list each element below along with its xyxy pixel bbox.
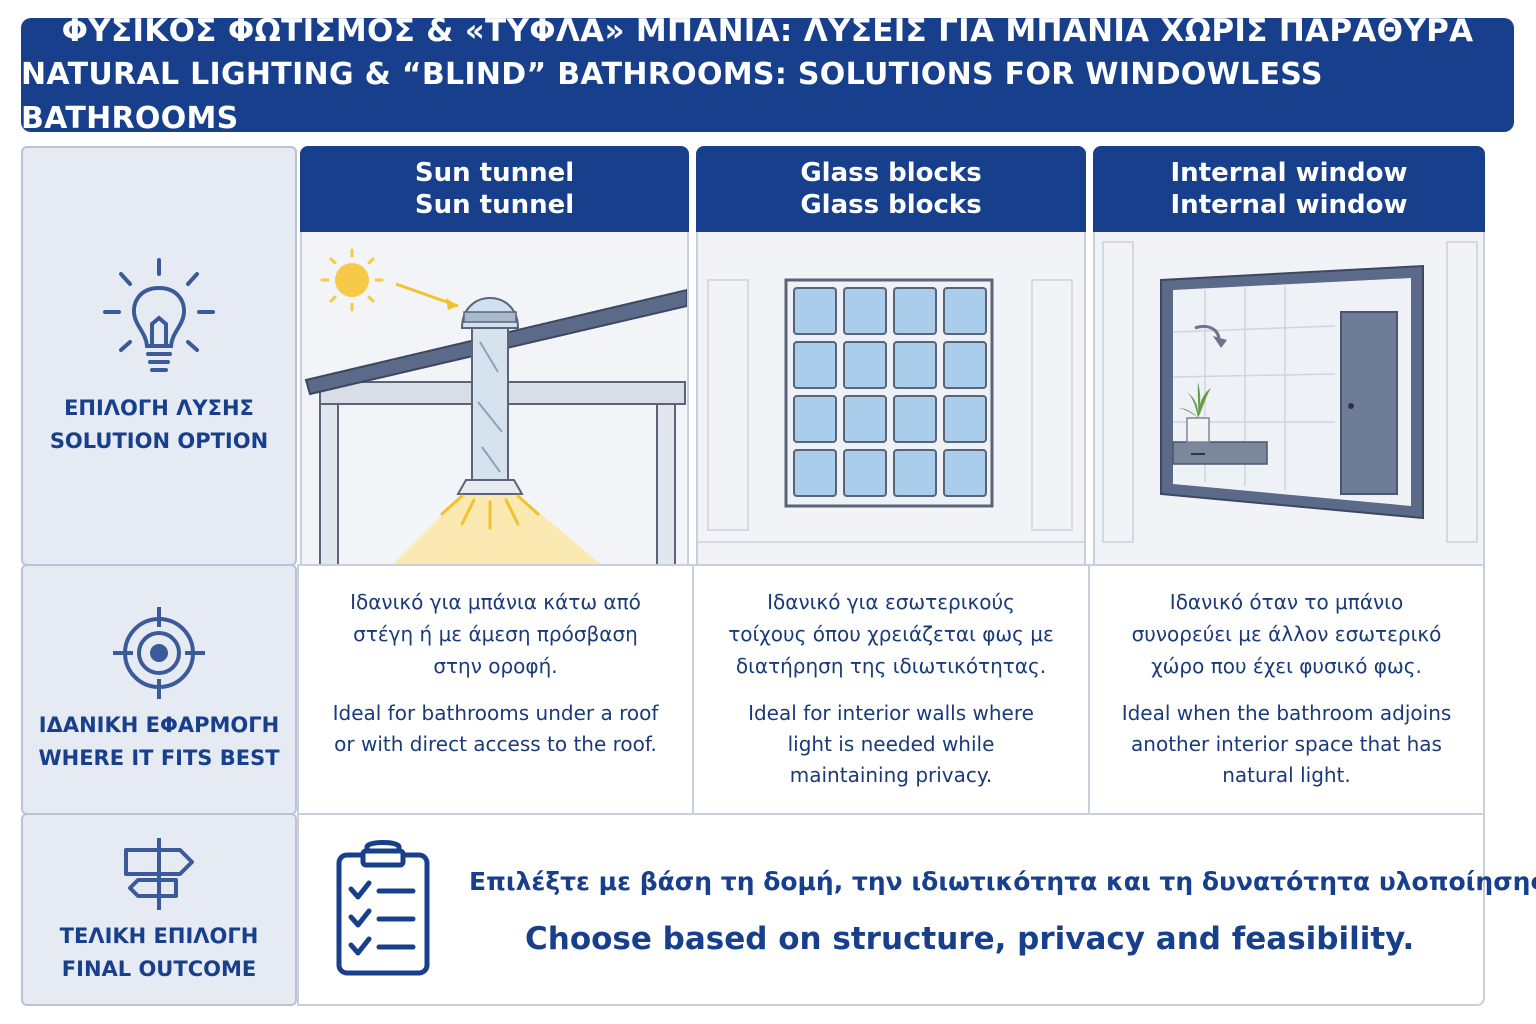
fit-text-greek: Ιδανικό για μπάνια κάτω από στέγη ή με ά… xyxy=(350,590,641,678)
column-heading-internal-window: Internal window Internal window xyxy=(1093,146,1485,232)
internal-window-illustration xyxy=(1093,232,1485,565)
fit-text-english: Ideal when the bathroom adjoins another … xyxy=(1121,701,1452,787)
target-icon xyxy=(113,606,205,699)
column-heading-sun-tunnel: Sun tunnel Sun tunnel xyxy=(300,146,689,232)
glass-blocks-illustration xyxy=(696,232,1086,565)
sun-tunnel-illustration xyxy=(300,232,689,565)
row-label-where-it-fits: ΙΔΑΝΙΚΗ ΕΦΑΡΜΟΓΗ WHERE IT FITS BEST xyxy=(21,564,297,815)
heading-line-2: Glass blocks xyxy=(800,190,982,220)
heading-line-1: Glass blocks xyxy=(800,158,982,188)
row-label-greek: ΕΠΙΛΟΓΗ ΛΥΣΗΣ xyxy=(64,396,254,420)
outcome-text-english: Choose based on structure, privacy and f… xyxy=(525,921,1415,957)
row-label-english: WHERE IT FITS BEST xyxy=(38,745,280,770)
row-label-english: FINAL OUTCOME xyxy=(61,956,257,981)
fit-cell-glass-blocks: Ιδανικό για εσωτερικούς τοίχους όπου χρε… xyxy=(692,564,1090,815)
fit-text-english: Ideal for bathrooms under a roof or with… xyxy=(332,701,659,756)
fit-text-greek: Ιδανικό όταν το μπάνιο συνορεύει με άλλο… xyxy=(1131,590,1442,678)
row-label-greek: ΤΕΛΙΚΗ ΕΠΙΛΟΓΗ xyxy=(59,923,259,948)
fit-cell-internal-window: Ιδανικό όταν το μπάνιο συνορεύει με άλλο… xyxy=(1088,564,1485,815)
outcome-text-greek: Επιλέξτε με βάση τη δομή, την ιδιωτικότη… xyxy=(469,867,1536,896)
signpost-icon xyxy=(124,837,194,910)
heading-line-2: Sun tunnel xyxy=(414,190,575,220)
row-label-greek: ΙΔΑΝΙΚΗ ΕΦΑΡΜΟΓΗ xyxy=(38,712,280,737)
row-label-english: SOLUTION OPTION xyxy=(49,429,269,453)
column-heading-glass-blocks: Glass blocks Glass blocks xyxy=(696,146,1086,232)
clipboard-checklist-icon xyxy=(336,840,430,976)
heading-line-1: Internal window xyxy=(1170,158,1408,188)
heading-line-1: Sun tunnel xyxy=(414,158,575,188)
row-label-solution-option: ΕΠΙΛΟΓΗ ΛΥΣΗΣ SOLUTION OPTION xyxy=(21,146,297,566)
fit-text-greek: Ιδανικό για εσωτερικούς τοίχους όπου χρε… xyxy=(728,590,1054,678)
heading-line-2: Internal window xyxy=(1170,190,1408,220)
fit-text-english: Ideal for interior walls where light is … xyxy=(748,701,1034,787)
title-greek: ΦΥΣΙΚΟΣ ΦΩΤΙΣΜΟΣ & «ΤΥΦΛΑ» ΜΠΑΝΙΑ: ΛΥΣΕΙ… xyxy=(61,13,1474,49)
comparison-grid: ΕΠΙΛΟΓΗ ΛΥΣΗΣ SOLUTION OPTION ΙΔΑΝΙΚΗ ΕΦ… xyxy=(21,146,1536,1006)
row-label-final-outcome: ΤΕΛΙΚΗ ΕΠΙΛΟΓΗ FINAL OUTCOME xyxy=(21,813,297,1006)
title-english: NATURAL LIGHTING & “BLIND” BATHROOMS: SO… xyxy=(21,57,1323,136)
title-banner: ΦΥΣΙΚΟΣ ΦΩΤΙΣΜΟΣ & «ΤΥΦΛΑ» ΜΠΑΝΙΑ: ΛΥΣΕΙ… xyxy=(21,13,1514,136)
final-outcome-cell: Επιλέξτε με βάση τη δομή, την ιδιωτικότη… xyxy=(297,813,1536,1006)
fit-cell-sun-tunnel: Ιδανικό για μπάνια κάτω από στέγη ή με ά… xyxy=(297,564,694,815)
lightbulb-icon xyxy=(103,258,215,372)
